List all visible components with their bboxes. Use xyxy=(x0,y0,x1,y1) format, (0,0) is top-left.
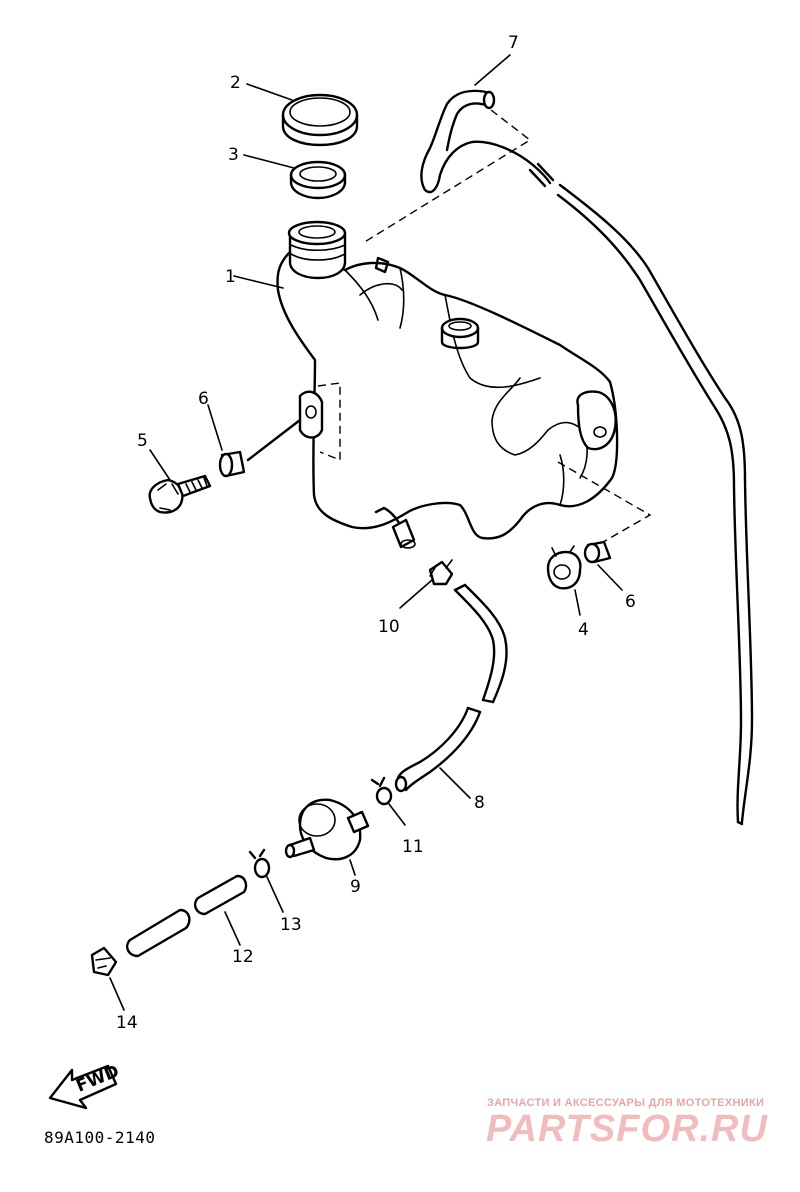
callout-1: 1 xyxy=(225,267,236,287)
part-14-clamp[interactable] xyxy=(90,946,118,977)
leader-dashed-right-mount xyxy=(557,461,652,546)
callout-12: 12 xyxy=(232,947,254,967)
callout-8: 8 xyxy=(474,793,485,813)
part-6-collar-right[interactable] xyxy=(583,540,612,564)
callout-2: 2 xyxy=(230,73,241,93)
part-9-filter[interactable] xyxy=(284,798,370,861)
leader-dashed-7 xyxy=(362,109,532,244)
part-10-clamp[interactable] xyxy=(428,559,454,586)
callout-4: 4 xyxy=(578,620,589,640)
part-1-reservoir-tank[interactable] xyxy=(276,220,619,549)
callout-3: 3 xyxy=(228,145,239,165)
part-11-clip[interactable] xyxy=(370,776,393,806)
part-13-clip[interactable] xyxy=(248,848,271,879)
watermark-logo: PARTSFOR.RU xyxy=(486,1108,768,1150)
part-12-hose[interactable] xyxy=(126,874,248,958)
callout-5: 5 xyxy=(137,431,148,451)
leader-lines xyxy=(109,54,623,1011)
callout-6-left: 6 xyxy=(198,389,209,409)
part-6-collar-left[interactable] xyxy=(218,418,302,478)
callout-14: 14 xyxy=(116,1013,138,1033)
watermark-tagline: ЗАПЧАСТИ И АКСЕССУАРЫ ДЛЯ МОТОТЕХНИКИ xyxy=(487,1097,765,1109)
fwd-arrow: FWD xyxy=(48,1061,122,1110)
part-8-hose[interactable] xyxy=(394,583,508,793)
callouts: 1 2 3 4 5 6 6 7 8 9 10 11 12 13 14 xyxy=(116,33,636,1033)
part-3-gasket[interactable] xyxy=(289,160,347,200)
callout-11: 11 xyxy=(402,837,424,857)
part-7-overflow-hose[interactable] xyxy=(420,89,754,826)
callout-9: 9 xyxy=(350,877,361,897)
callout-10: 10 xyxy=(378,617,400,637)
callout-6-right: 6 xyxy=(625,592,636,612)
callout-7: 7 xyxy=(508,33,519,53)
leader-dashed-left-mount xyxy=(317,382,341,462)
callout-13: 13 xyxy=(280,915,302,935)
diagram-code: 89A100-2140 xyxy=(44,1128,156,1147)
part-5-bolt[interactable] xyxy=(148,474,212,514)
part-4-grommet[interactable] xyxy=(546,545,582,590)
part-2-cap[interactable] xyxy=(281,93,359,147)
